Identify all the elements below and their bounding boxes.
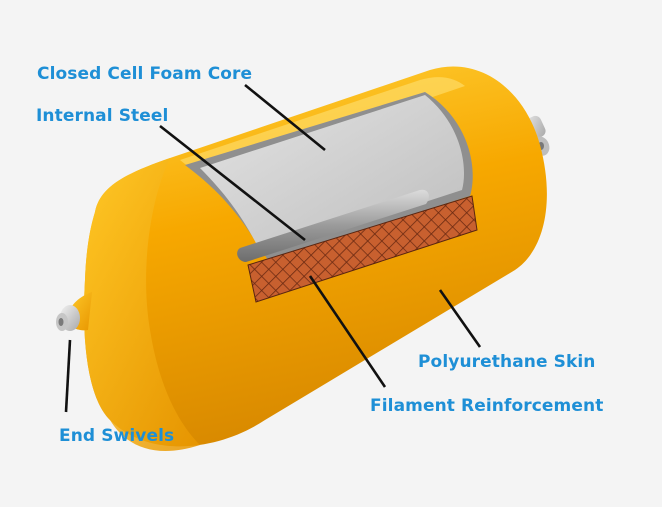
label-closed-cell-foam-core: Closed Cell Foam Core xyxy=(37,64,253,84)
leader-foam-core xyxy=(244,83,326,152)
label-polyurethane-skin: Polyurethane Skin xyxy=(418,352,596,372)
leader-lines xyxy=(64,83,482,413)
leader-internal-steel xyxy=(159,124,306,242)
internal-steel-bar xyxy=(237,189,429,262)
foam-core-section xyxy=(200,95,465,255)
leader-polyurethane-skin xyxy=(438,289,482,348)
cutaway xyxy=(185,92,473,260)
leader-end-swivels xyxy=(64,339,72,413)
label-end-swivels: End Swivels xyxy=(59,426,175,446)
filament-reinforcement-band xyxy=(247,195,478,303)
label-internal-steel: Internal Steel xyxy=(36,106,169,126)
left-end-swivel xyxy=(56,292,92,331)
leader-filament-reinforcement xyxy=(308,275,387,388)
label-filament-reinforcement: Filament Reinforcement xyxy=(370,396,604,416)
